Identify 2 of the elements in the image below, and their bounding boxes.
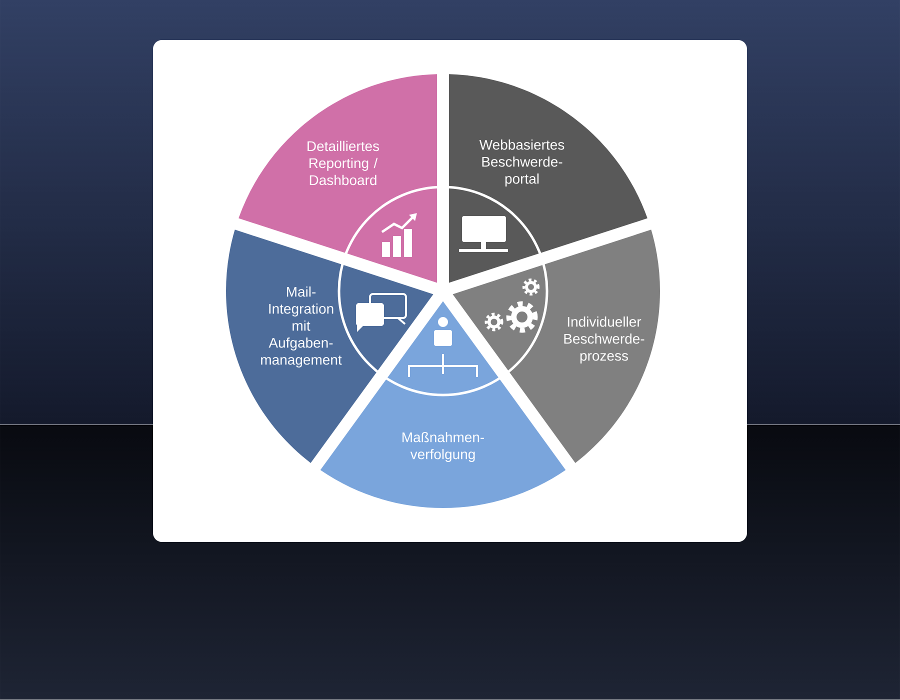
pie-segment: Detailliertes Reporting / Dashboard: [238, 74, 438, 283]
pie-segment: Webbasiertes Beschwerde- portal: [448, 74, 648, 283]
